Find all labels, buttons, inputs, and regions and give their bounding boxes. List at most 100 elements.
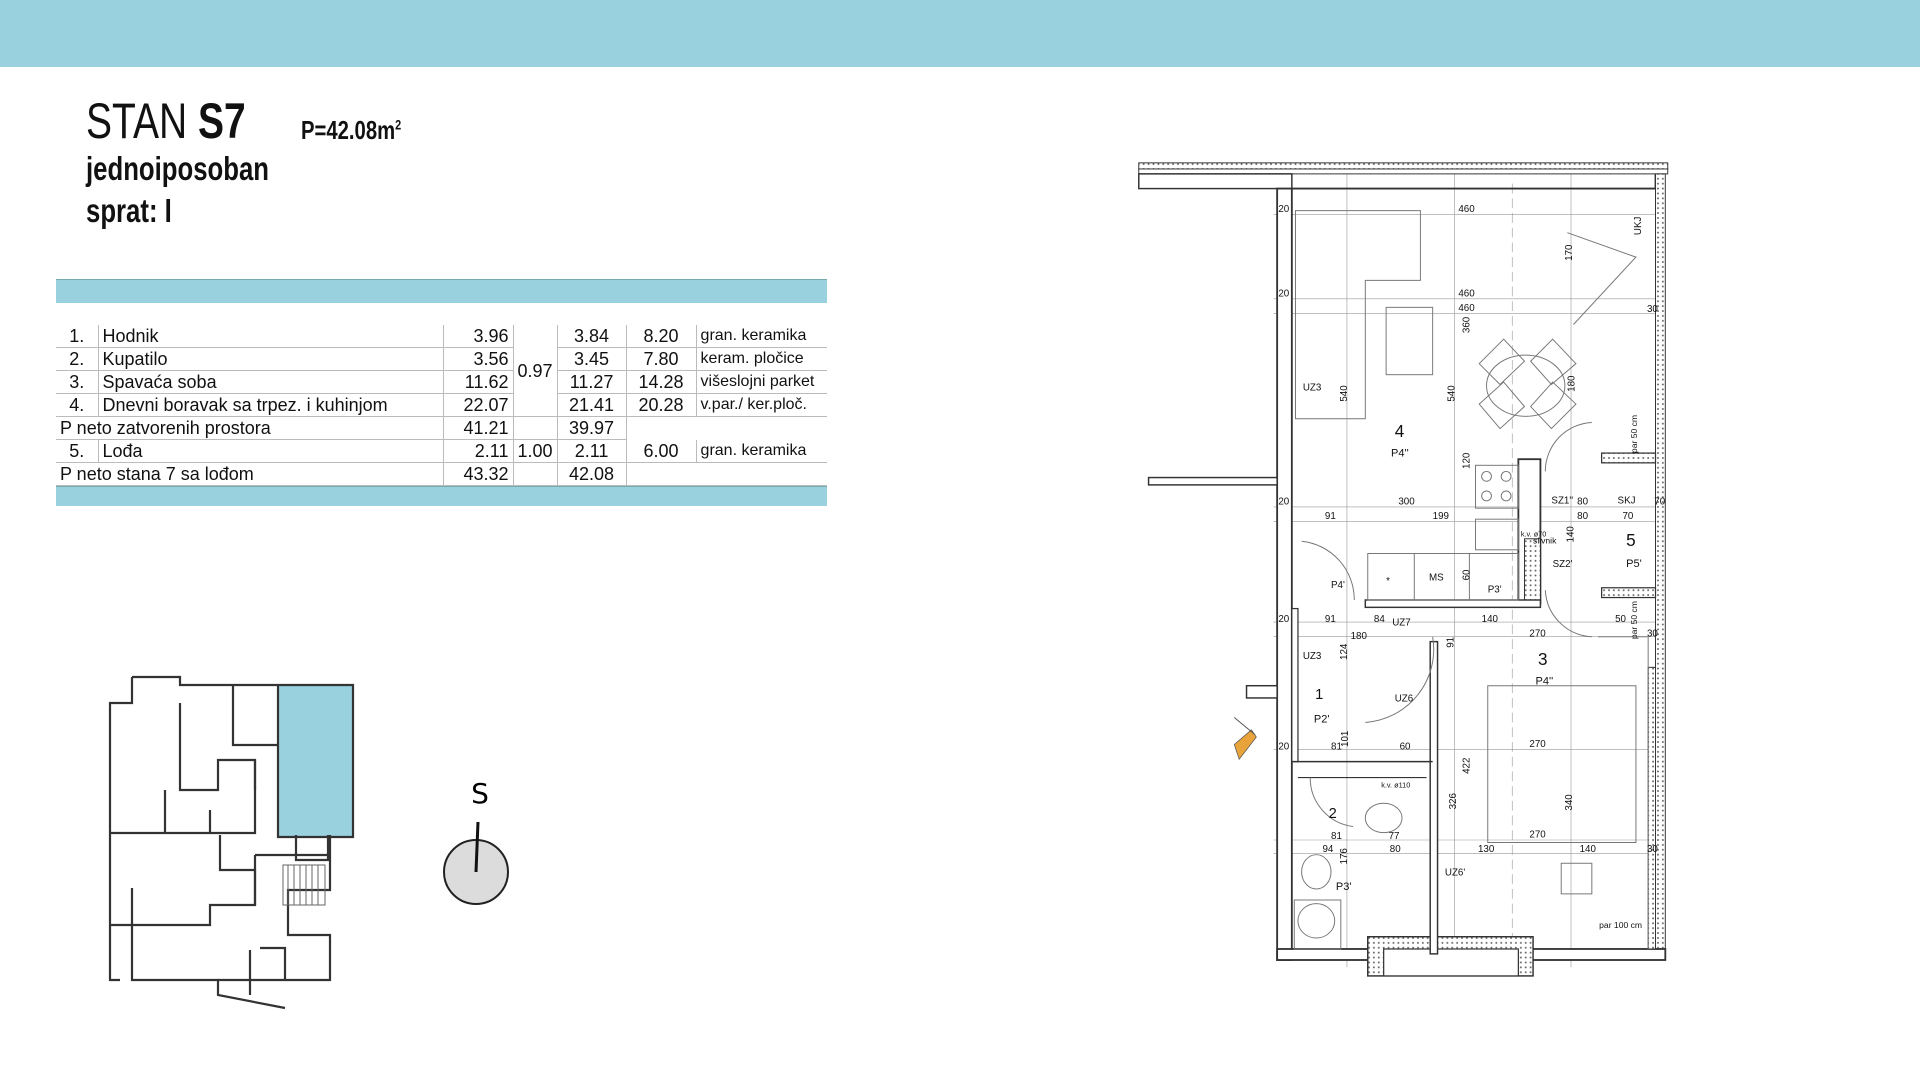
- dimension-text: 91: [1325, 614, 1336, 625]
- uz-label: UZ7: [1392, 618, 1410, 629]
- kv-label: k.v. ø70: [1521, 529, 1547, 538]
- floor-code-label: P3': [1488, 585, 1502, 596]
- parapet-label: par 50 cm: [1629, 601, 1639, 639]
- drain-label: slivnik: [1533, 536, 1557, 546]
- room-area: 3.96: [443, 325, 514, 348]
- room-number-3: 3: [1538, 649, 1548, 669]
- room-perimeter: 6.00: [626, 439, 697, 463]
- plan-annotations: P4' P3' UZ3 UZ3 UZ7 UZ6 UZ6' SZ1'' SZ2' …: [1303, 217, 1644, 931]
- dimension-text: 326: [1448, 793, 1459, 810]
- sz-label: SZ2': [1553, 559, 1573, 570]
- room-area: 3.56: [443, 347, 514, 371]
- area-value: P=42.08m: [301, 115, 396, 145]
- coefficient: 1.00: [513, 439, 558, 463]
- floor-code-label: P4': [1331, 580, 1345, 591]
- table-row: 1. Hodnik 3.96 0.97 3.84 8.20 gran. kera…: [56, 325, 827, 417]
- row-no: 2.: [56, 347, 99, 371]
- sz-label: SZ1'': [1551, 495, 1573, 506]
- dimension-text: 77: [1389, 831, 1400, 842]
- total-row: P neto stana 7 sa lođom 43.32 42.08: [56, 462, 827, 486]
- room-area-net: 3.45: [557, 347, 627, 371]
- apartment-type-text: jednoiposoban: [86, 150, 270, 187]
- dimension-text: 20: [1278, 204, 1289, 215]
- dimension-text: 81: [1331, 831, 1342, 842]
- room-perimeter: 7.80: [626, 347, 697, 371]
- table-row: 5. Lođa 2.11 1.00 2.11 6.00 gran. kerami…: [56, 439, 827, 463]
- apartment-area: P=42.08m2: [301, 115, 430, 146]
- dimension-text: 340: [1564, 794, 1575, 811]
- dimension-text: 540: [1447, 385, 1458, 402]
- apartment-floor-text: sprat: I: [86, 192, 172, 229]
- dimension-text: 30: [1647, 844, 1658, 855]
- dimension-text: 30: [1647, 629, 1658, 640]
- compass-label: S: [471, 777, 489, 810]
- dimension-text: 80: [1577, 496, 1588, 507]
- area-unit: 2: [395, 116, 402, 133]
- dimension-text: 94: [1322, 844, 1333, 855]
- room-floor: gran. keramika: [696, 439, 827, 463]
- uz-label: UZ6': [1445, 868, 1465, 879]
- parapet-label: par 50 cm: [1629, 415, 1639, 453]
- dimension-text: 70: [1654, 496, 1665, 507]
- room-floor-code: P4'': [1536, 675, 1554, 687]
- entrance-marker: [1233, 729, 1257, 760]
- room-area-net: 11.27: [557, 370, 627, 394]
- room-name: Hodnik: [98, 325, 444, 348]
- entrance-marker-line: [1233, 717, 1256, 736]
- top-banner: [0, 0, 1920, 67]
- plan-dimensions: 460 460 460 300 199 91 540 540 360 170 1…: [1278, 204, 1665, 865]
- room-area: 2.11: [443, 439, 514, 463]
- room-number-4: 4: [1395, 421, 1405, 441]
- table-row: 2. Kupatilo 3.56 3.45 7.80 keram. pločic…: [56, 347, 827, 371]
- room-name: Kupatilo: [98, 347, 444, 371]
- apartment-type: jednoiposoban: [86, 152, 321, 185]
- dimension-text: 120: [1461, 452, 1472, 469]
- room-floor-code: P3': [1336, 881, 1352, 893]
- furniture: [1293, 210, 1649, 950]
- row-no: 3.: [56, 370, 99, 394]
- subtotal-area-net: 39.97: [557, 416, 627, 440]
- dimension-text: 91: [1445, 637, 1456, 648]
- coefficient: 0.97: [513, 325, 558, 417]
- dimension-text: 70: [1622, 511, 1633, 522]
- dimension-text: 300: [1398, 496, 1415, 507]
- building-key-plan: [108, 675, 355, 1010]
- row-no: 4.: [56, 393, 99, 417]
- room-area-net: 21.41: [557, 393, 627, 417]
- row-no: 5.: [56, 439, 99, 463]
- dimension-text: 60: [1461, 569, 1472, 580]
- room-floor-code: P2': [1314, 713, 1330, 725]
- dishwasher-label: MS: [1429, 572, 1444, 583]
- dimension-text: 360: [1461, 316, 1472, 333]
- compass-needle: [474, 821, 480, 873]
- dimension-text: 460: [1458, 288, 1475, 299]
- room-number-2: 2: [1329, 806, 1337, 822]
- dimension-text: 91: [1325, 511, 1336, 522]
- room-number-1: 1: [1315, 687, 1323, 703]
- dimension-text: 60: [1400, 741, 1411, 752]
- key-plan-stairs: [282, 864, 326, 906]
- page-title: STAN S7: [86, 96, 291, 146]
- room-labels: 4 P4'' 3 P4'' 1 P2' 2 P3' 5 P5': [1314, 421, 1642, 893]
- dimension-text: 20: [1278, 614, 1289, 625]
- empty-cell: [513, 462, 558, 486]
- dimension-text: 199: [1433, 511, 1449, 522]
- room-table: 1. Hodnik 3.96 0.97 3.84 8.20 gran. kera…: [56, 325, 827, 486]
- dimension-text: 270: [1529, 629, 1546, 640]
- dimension-text: 270: [1529, 739, 1546, 750]
- apartment-code: S7: [197, 93, 246, 149]
- room-name: Spavaća soba: [98, 370, 444, 394]
- empty-cell: [626, 462, 827, 486]
- total-area: 43.32: [443, 462, 514, 486]
- room-floor-code: P5': [1626, 558, 1642, 570]
- north-compass: S: [443, 777, 509, 905]
- dimension-text: 84: [1374, 614, 1385, 625]
- title-prefix: STAN: [86, 93, 188, 149]
- key-plan-walls: [108, 675, 355, 1010]
- appliance-label: *: [1386, 576, 1390, 587]
- ukj-label: UKJ: [1633, 217, 1644, 236]
- uz-label: UZ3: [1303, 651, 1322, 662]
- dimension-text: 460: [1458, 204, 1475, 215]
- walls: [1138, 162, 1669, 977]
